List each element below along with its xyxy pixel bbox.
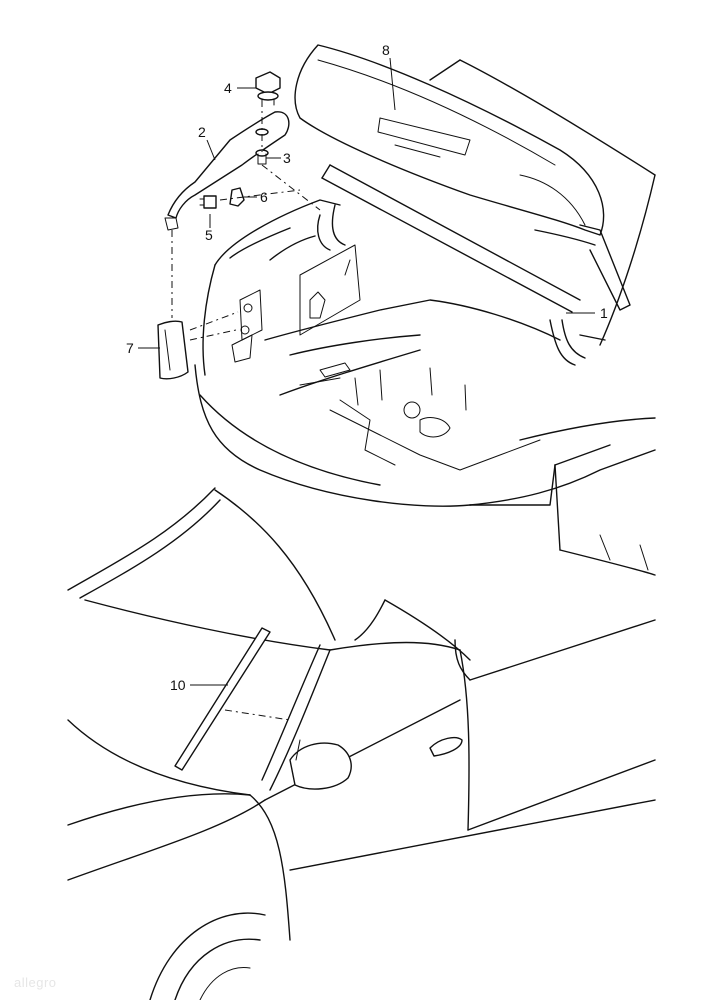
trunk-assembly-drawing <box>157 44 656 576</box>
callout-2: 2 <box>198 124 206 140</box>
trunk-lid <box>294 44 605 236</box>
screw-part-3 <box>255 149 269 165</box>
callout-4: 4 <box>224 80 232 96</box>
callout-3: 3 <box>283 150 291 166</box>
callout-8: 8 <box>382 42 390 58</box>
side-mirror <box>289 742 352 790</box>
callout-numbers: 8 1 2 3 4 5 6 7 10 <box>126 42 608 693</box>
cover-part-7 <box>157 320 189 380</box>
watermark: allegro <box>14 975 57 990</box>
pillar-trim-part-10 <box>174 627 271 771</box>
clip-part-6 <box>229 187 245 207</box>
bolt-part-5 <box>199 195 217 209</box>
callout-10: 10 <box>170 677 186 693</box>
leader-lines <box>138 57 595 686</box>
callout-1: 1 <box>600 305 608 321</box>
front-windshield-drawing <box>67 487 656 1000</box>
hinge-bracket <box>167 111 290 219</box>
door-handle <box>429 736 463 757</box>
callout-6: 6 <box>260 189 268 205</box>
nut-part-4 <box>255 71 281 106</box>
callout-5: 5 <box>205 227 213 243</box>
callout-7: 7 <box>126 340 134 356</box>
